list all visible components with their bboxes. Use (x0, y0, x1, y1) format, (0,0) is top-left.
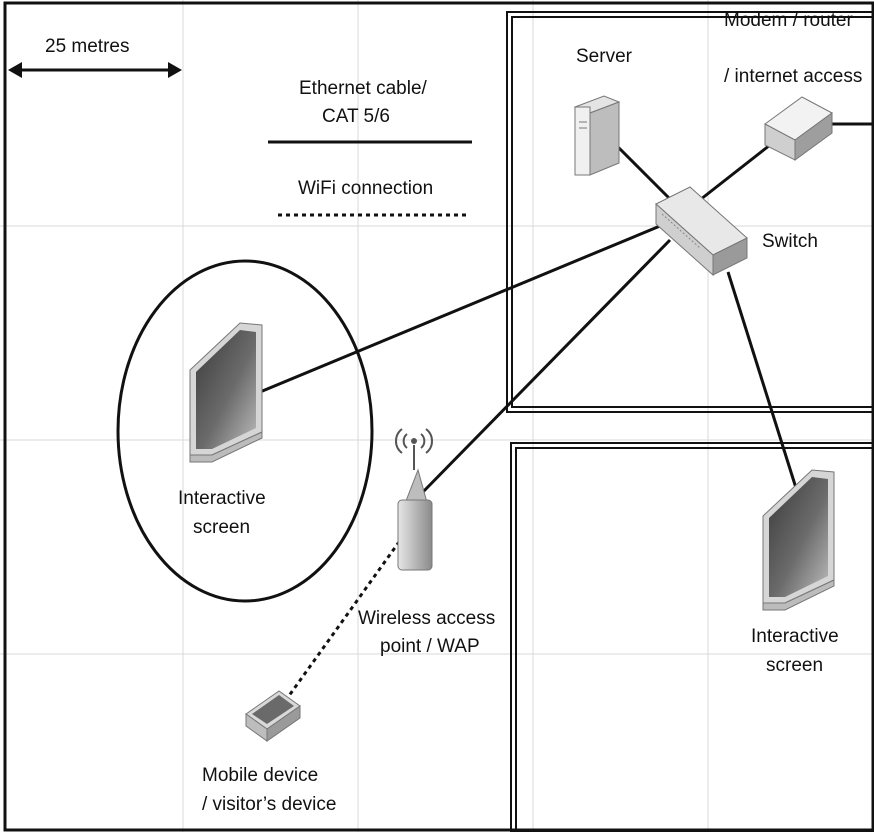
page-frame (3, 1, 874, 832)
wifi-signal-icon (395, 428, 433, 454)
wap-label-2: point / WAP (380, 636, 480, 657)
scale-label: 25 metres (45, 36, 129, 57)
legend-ethernet-label-2: CAT 5/6 (322, 106, 390, 127)
wap-icon (397, 438, 433, 571)
legend-wifi-label: WiFi connection (298, 178, 433, 199)
server-label: Server (576, 46, 633, 67)
cable-switch-screen-left (259, 224, 661, 394)
cable-switch-screen-right (726, 271, 798, 489)
modem-label-1: Modem / router (724, 10, 853, 31)
highlight-circle (116, 259, 374, 603)
wifi-wap-mobile (284, 534, 406, 701)
interactive-screen-left-icon (189, 322, 263, 463)
cable-switch-wap (418, 238, 672, 497)
mobile-label-2: / visitor’s device (202, 794, 336, 815)
server-room (506, 11, 874, 413)
switch-label: Switch (762, 231, 818, 252)
connections (259, 122, 874, 701)
cable-modem-switch (695, 143, 771, 205)
modem-router-icon (764, 96, 833, 161)
screen-right-label-2: screen (766, 655, 823, 676)
cable-server-switch (614, 143, 678, 207)
modem-label-2: / internet access (724, 66, 862, 87)
screen-left-label-2: screen (193, 517, 250, 538)
screen-left-label-1: Interactive (178, 488, 266, 509)
wap-label-1: Wireless access (358, 608, 495, 629)
screen-right-label-1: Interactive (751, 626, 839, 647)
interactive-screen-right-icon (762, 469, 835, 611)
mobile-label-1: Mobile device (202, 765, 318, 786)
mobile-device-icon (245, 690, 301, 742)
legend-ethernet-label-1: Ethernet cable/ (299, 78, 428, 99)
server-icon (573, 95, 621, 176)
scale-bar (8, 62, 182, 78)
lower-room (510, 442, 874, 832)
switch-icon (655, 186, 748, 277)
